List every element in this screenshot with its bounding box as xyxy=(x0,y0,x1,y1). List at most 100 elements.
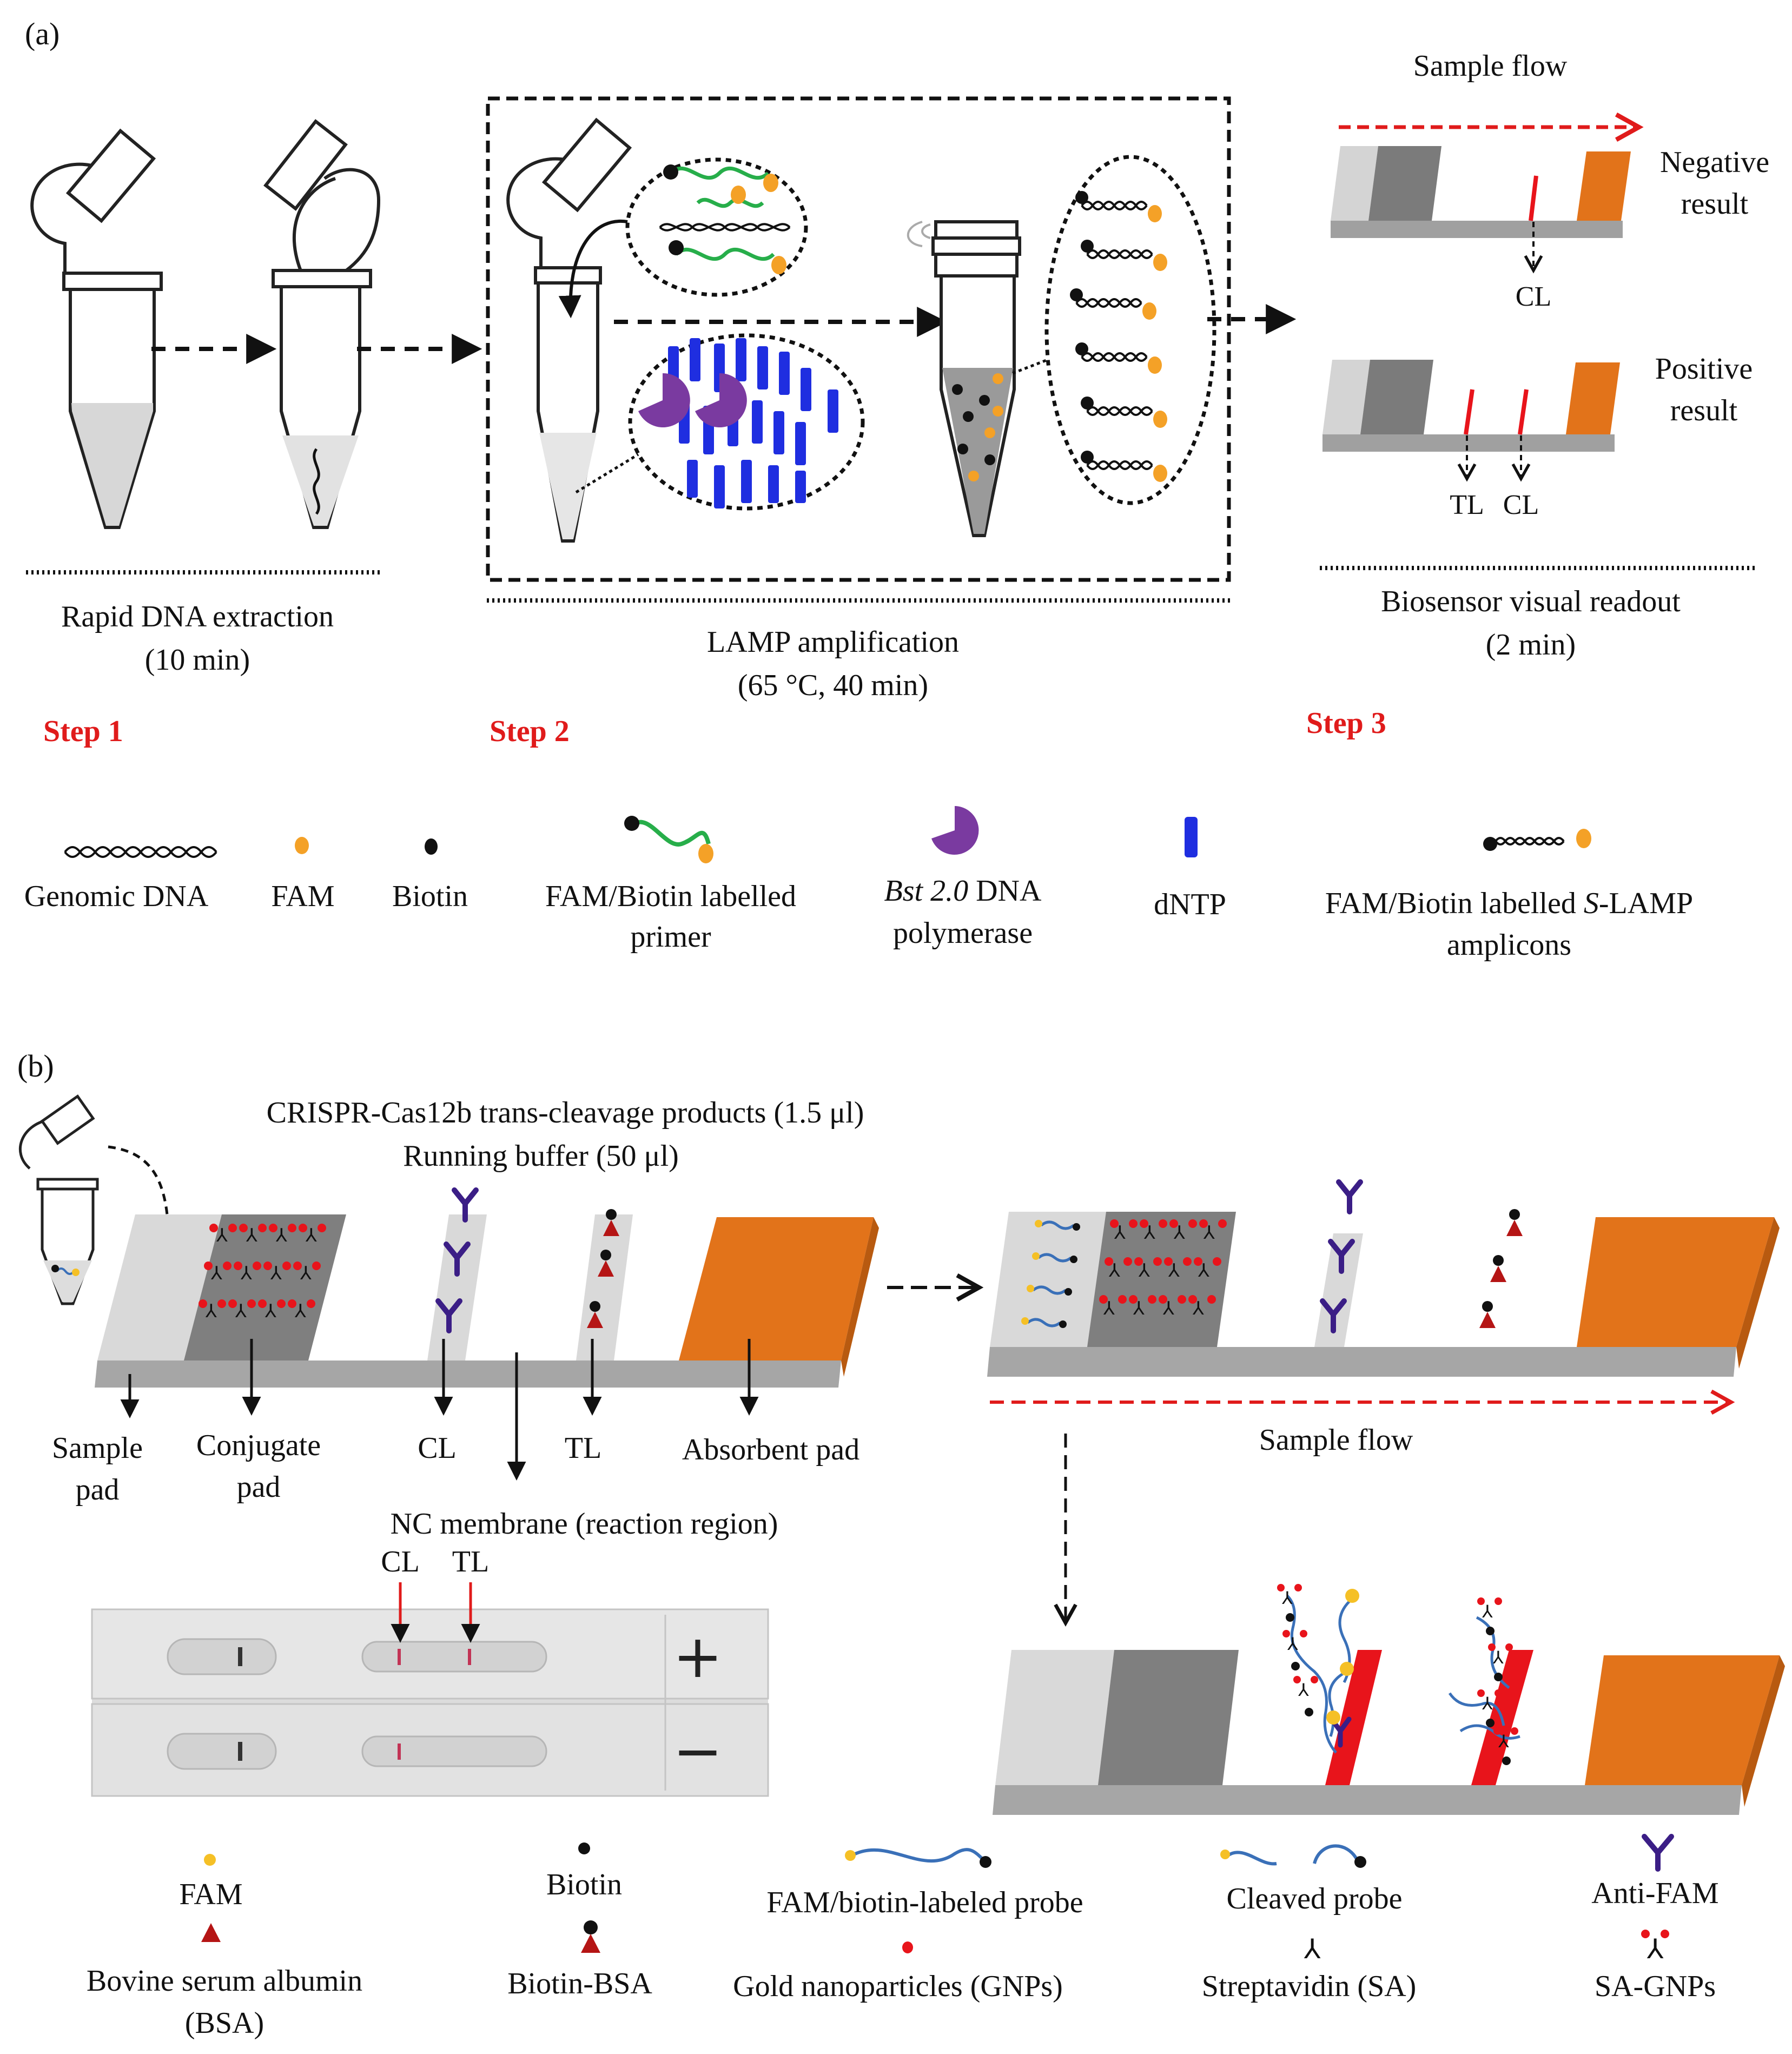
svg-text:⅄: ⅄ xyxy=(1138,1261,1150,1281)
conjugate-pad-label-2: pad xyxy=(237,1470,281,1504)
legend-bsa-2: (BSA) xyxy=(185,2006,264,2040)
sample-flow-label: Sample flow xyxy=(1413,49,1568,83)
svg-text:⅄: ⅄ xyxy=(1143,1223,1155,1243)
sample-tube-icon xyxy=(19,1094,99,1305)
dntp-icon xyxy=(668,338,838,508)
step2-label: Step 2 xyxy=(490,715,570,748)
svg-text:⅄: ⅄ xyxy=(1103,1299,1115,1319)
step3-title: Biosensor visual readout xyxy=(1381,585,1681,618)
svg-text:⅄: ⅄ xyxy=(1168,1261,1180,1281)
svg-text:⅄: ⅄ xyxy=(1203,1223,1215,1243)
legend-polymerase-2: polymerase xyxy=(893,916,1033,950)
svg-text:⅄: ⅄ xyxy=(1281,1588,1293,1608)
legend-probe: FAM/biotin-labeled probe xyxy=(766,1886,1083,1919)
biotin-icon xyxy=(425,838,438,855)
primer-bubble xyxy=(625,157,808,297)
svg-text:⅄: ⅄ xyxy=(1162,1299,1174,1319)
photo-tl-label: TL xyxy=(452,1545,489,1579)
conjugate-pad xyxy=(184,1214,346,1360)
legend-b-fam: FAM xyxy=(179,1878,242,1911)
legend-cleaved-probe: Cleaved probe xyxy=(1227,1882,1403,1916)
svg-text:⅄: ⅄ xyxy=(1173,1223,1185,1243)
polymerase-icon xyxy=(931,806,979,855)
step2-title: LAMP amplification xyxy=(707,625,959,659)
biotin-icon xyxy=(578,1842,590,1854)
step1-title: Rapid DNA extraction xyxy=(61,600,334,633)
negative-label-1: Negative xyxy=(1660,146,1769,179)
positive-label-1: Positive xyxy=(1655,352,1753,386)
closed-tube-dna-icon xyxy=(263,119,381,529)
negative-strip xyxy=(1331,146,1631,274)
cl-part-label: CL xyxy=(418,1431,457,1465)
control-line xyxy=(1518,389,1529,435)
svg-text:⅄: ⅄ xyxy=(1287,1634,1298,1654)
sa-gnp-icon: ⅄ xyxy=(1641,1930,1669,1965)
absorbent-pad-label: Absorbent pad xyxy=(682,1433,859,1467)
biotin-bsa-icon xyxy=(581,1920,600,1953)
callout-line xyxy=(575,453,639,494)
positive-strip xyxy=(1322,360,1620,482)
amplicon-icon xyxy=(1070,191,1167,482)
step3-time: (2 min) xyxy=(1486,628,1576,662)
primer-icon xyxy=(624,816,713,863)
sample-flow-label: Sample flow xyxy=(1259,1423,1413,1457)
negative-label-2: result xyxy=(1681,187,1749,221)
reagent-line-1: CRISPR-Cas12b trans-cleavage products (1… xyxy=(267,1096,864,1130)
strip-photo xyxy=(91,1608,769,1797)
genomic-dna-icon xyxy=(659,223,791,232)
polymerase-icon xyxy=(638,373,747,427)
control-line-zone xyxy=(427,1214,487,1360)
cleaved-probe-icon xyxy=(1220,1844,1366,1868)
probe-icon xyxy=(845,1848,991,1868)
bsa-icon xyxy=(201,1923,221,1942)
legend-bsa-1: Bovine serum albumin xyxy=(87,1964,362,1998)
absorbent-pad xyxy=(679,1217,874,1360)
legend-dntp: dNTP xyxy=(1154,888,1226,921)
svg-text:⅄: ⅄ xyxy=(1114,1223,1126,1243)
legend-sa-gnps: SA-GNPs xyxy=(1595,1970,1716,2003)
positive-label-2: result xyxy=(1670,394,1738,427)
photo-minus: − xyxy=(673,1716,723,1786)
lateral-flow-strip: ⅄⅄⅄⅄ ⅄⅄⅄⅄ ⅄⅄⅄⅄ xyxy=(95,1187,879,1388)
legend-genomic-dna: Genomic DNA xyxy=(24,880,209,913)
tl-part-label: TL xyxy=(565,1431,601,1465)
legend-polymerase-1: Bst 2.0 DNA xyxy=(884,874,1042,908)
anti-fam-icon xyxy=(1642,1834,1674,1872)
gnp-icon xyxy=(902,1941,913,1953)
sample-pad-label-2: pad xyxy=(76,1473,120,1507)
svg-text:⅄: ⅄ xyxy=(1482,1694,1493,1713)
sa-gnp-array: ⅄⅄⅄⅄ ⅄⅄⅄⅄ ⅄⅄⅄⅄ xyxy=(205,1226,317,1322)
nc-membrane-label: NC membrane (reaction region) xyxy=(391,1507,778,1541)
svg-text:⅄: ⅄ xyxy=(1198,1261,1209,1281)
legend-primer-1: FAM/Biotin labelled xyxy=(545,880,796,913)
fam-icon xyxy=(295,837,309,854)
svg-text:⅄: ⅄ xyxy=(294,1302,306,1322)
photo-test-line xyxy=(468,1649,471,1665)
genomic-dna-icon xyxy=(64,846,217,858)
lamp-box xyxy=(486,96,1231,582)
mix-arrow xyxy=(558,219,628,319)
step1-time: (10 min) xyxy=(145,643,250,677)
legend-primer-2: primer xyxy=(630,920,711,954)
svg-text:⅄: ⅄ xyxy=(1498,1732,1509,1751)
legend-biotin: Biotin xyxy=(392,880,468,913)
legend-sa: Streptavidin (SA) xyxy=(1202,1970,1417,2003)
amplicon-icon xyxy=(1483,829,1591,851)
legend-gnps: Gold nanoparticles (GNPs) xyxy=(733,1970,1063,2003)
reagent-line-2: Running buffer (50 μl) xyxy=(403,1139,679,1173)
legend-amplicon-1: FAM/Biotin labelled S-LAMP xyxy=(1325,887,1693,920)
svg-text:⅄: ⅄ xyxy=(300,1264,312,1284)
legend-biotin-bsa: Biotin-BSA xyxy=(507,1967,652,2000)
strip-after-sample: ⅄⅄⅄⅄ ⅄⅄⅄⅄ ⅄⅄⅄⅄ xyxy=(987,1179,1780,1377)
legend-amplicon-2: amplicons xyxy=(1447,928,1571,962)
svg-text:⅄: ⅄ xyxy=(1133,1299,1145,1319)
panel-b-label: (b) xyxy=(17,1048,54,1084)
svg-text:⅄: ⅄ xyxy=(305,1226,317,1246)
svg-text:⅄: ⅄ xyxy=(235,1302,247,1322)
svg-text:⅄: ⅄ xyxy=(1482,1602,1493,1621)
svg-text:⅄: ⅄ xyxy=(1647,1933,1664,1965)
cl-label: CL xyxy=(1516,281,1551,312)
amplified-tube-icon xyxy=(907,220,1021,537)
open-tube-icon xyxy=(506,117,632,543)
fam-icon xyxy=(204,1854,216,1866)
